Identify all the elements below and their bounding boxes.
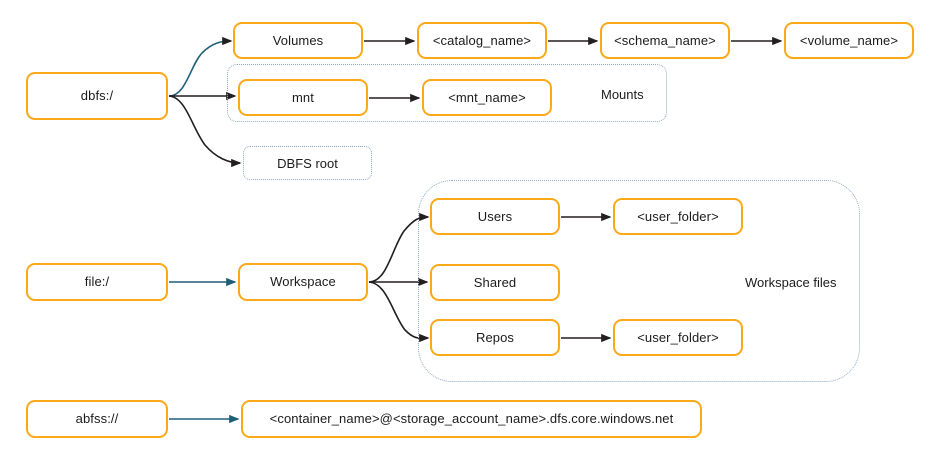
- node-abfss-path[interactable]: <container_name>@<storage_account_name>.…: [241, 400, 702, 438]
- node-volumes[interactable]: Volumes: [233, 22, 363, 59]
- node-workspace[interactable]: Workspace: [238, 263, 368, 301]
- group-mounts-label: Mounts: [601, 87, 644, 102]
- node-users-user-folder[interactable]: <user_folder>: [613, 198, 743, 235]
- node-shared[interactable]: Shared: [430, 264, 560, 301]
- node-file-scheme[interactable]: file:/: [26, 263, 168, 301]
- node-abfss-scheme[interactable]: abfss://: [26, 400, 168, 438]
- node-catalog-name[interactable]: <catalog_name>: [417, 22, 547, 59]
- node-schema-name[interactable]: <schema_name>: [600, 22, 730, 59]
- node-volume-name[interactable]: <volume_name>: [784, 22, 914, 59]
- node-dbfs-scheme[interactable]: dbfs:/: [26, 72, 168, 120]
- edge-dbfs-to-volumes: [168, 36, 233, 97]
- node-dbfs-root[interactable]: DBFS root: [243, 146, 372, 180]
- node-mnt-name[interactable]: <mnt_name>: [422, 79, 552, 116]
- node-users[interactable]: Users: [430, 198, 560, 235]
- node-repos-user-folder[interactable]: <user_folder>: [613, 319, 743, 356]
- node-repos[interactable]: Repos: [430, 319, 560, 356]
- node-mnt[interactable]: mnt: [238, 79, 368, 116]
- group-workspace-files-label: Workspace files: [745, 275, 837, 290]
